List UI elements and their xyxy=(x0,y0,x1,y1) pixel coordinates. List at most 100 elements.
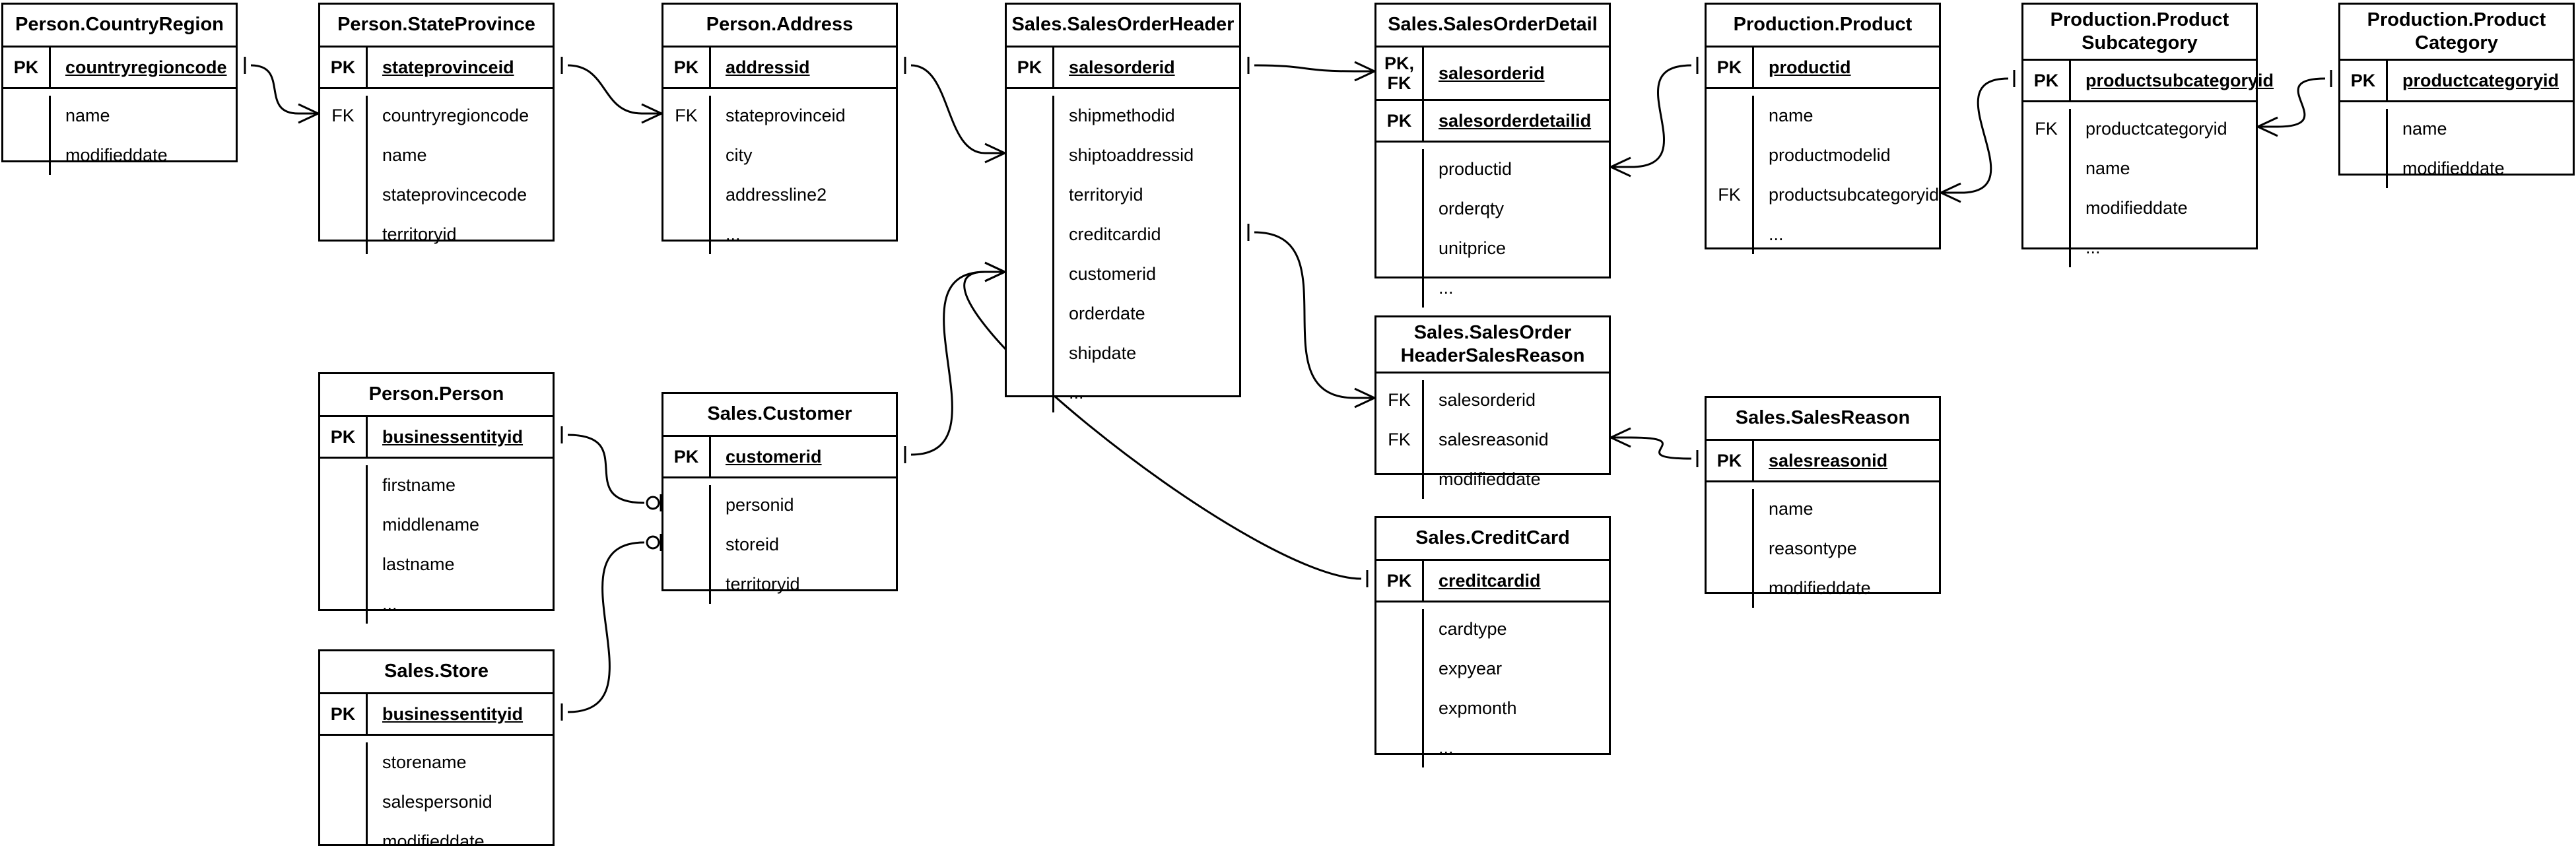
column-name: ... xyxy=(1769,224,1784,244)
column-row: territoryid xyxy=(320,214,553,254)
key-marker: PK xyxy=(1707,441,1754,480)
column-name: productid xyxy=(1439,158,1512,179)
column-name: productmodelid xyxy=(1769,145,1891,165)
column-name: ... xyxy=(382,593,397,614)
entity-title-salesorderdetail: Sales.SalesOrderDetail xyxy=(1388,14,1598,36)
column-row: creditcardid xyxy=(1007,214,1239,254)
key-marker xyxy=(1376,228,1424,268)
key-marker xyxy=(1007,175,1054,214)
column-name: salespersonid xyxy=(382,791,492,812)
key-marker: PK xyxy=(1376,101,1424,141)
column-name: addressline2 xyxy=(726,184,827,205)
key-marker xyxy=(320,822,368,846)
key-marker xyxy=(1376,268,1424,308)
key-marker xyxy=(1707,214,1754,254)
column-name: stateprovinceid xyxy=(382,57,514,77)
column-row: expmonth xyxy=(1376,688,1609,728)
column-name: name xyxy=(382,145,427,165)
attribute-section: name modifieddate xyxy=(2340,100,2573,188)
key-marker: FK xyxy=(663,96,711,135)
key-marker: PK xyxy=(320,417,368,457)
entity-title-countryregion: Person.CountryRegion xyxy=(15,14,224,36)
key-marker xyxy=(1007,254,1054,294)
column-name: city xyxy=(726,145,753,165)
column-name: productsubcategoryid xyxy=(1769,184,1940,205)
key-marker xyxy=(663,214,711,254)
column-name: personid xyxy=(726,494,794,515)
column-name: ... xyxy=(726,224,741,244)
column-row: productid xyxy=(1376,149,1609,189)
column-row: lastname xyxy=(320,544,553,584)
column-name: addressid xyxy=(726,57,810,77)
column-name: storeid xyxy=(726,534,780,554)
column-name: name xyxy=(2402,118,2447,139)
column-name: orderqty xyxy=(1439,198,1505,218)
column-row: modifieddate xyxy=(320,822,553,846)
key-marker xyxy=(1376,149,1424,189)
key-marker: PK xyxy=(663,437,711,476)
key-marker: FK xyxy=(2023,109,2071,148)
key-marker: FK xyxy=(1376,380,1424,420)
column-name: unitprice xyxy=(1439,238,1507,258)
key-marker xyxy=(2023,228,2071,267)
entity-title-salesreason: Sales.SalesReason xyxy=(1735,407,1911,429)
entity-title-person: Person.Person xyxy=(368,383,504,405)
column-row: territoryid xyxy=(663,564,896,604)
key-marker xyxy=(1007,96,1054,135)
key-marker xyxy=(663,525,711,564)
key-marker xyxy=(1707,135,1754,175)
entity-title-productsubcategory: Production.Product Subcategory xyxy=(2050,9,2229,53)
key-marker xyxy=(1707,568,1754,608)
key-marker xyxy=(663,175,711,214)
column-name: expyear xyxy=(1439,658,1503,678)
column-name: ... xyxy=(1439,737,1454,758)
key-marker xyxy=(1376,649,1424,688)
column-name: countryregioncode xyxy=(65,57,227,77)
column-row: shiptoaddressid xyxy=(1007,135,1239,175)
column-row: name xyxy=(320,135,553,175)
column-name: firstname xyxy=(382,474,456,495)
column-name: modifieddate xyxy=(2402,158,2505,178)
key-marker: PK xyxy=(2340,61,2388,100)
key-marker xyxy=(1376,189,1424,228)
column-row: FK productsubcategoryid xyxy=(1707,175,1939,214)
column-name: shipdate xyxy=(1069,342,1137,363)
column-row: middlename xyxy=(320,505,553,544)
column-name: productid xyxy=(1769,57,1851,77)
column-name: salesorderid xyxy=(1069,57,1175,77)
key-marker xyxy=(320,782,368,822)
column-row: modifieddate xyxy=(3,135,236,175)
column-name: modifieddate xyxy=(1769,577,1871,598)
key-marker: FK xyxy=(1707,175,1754,214)
